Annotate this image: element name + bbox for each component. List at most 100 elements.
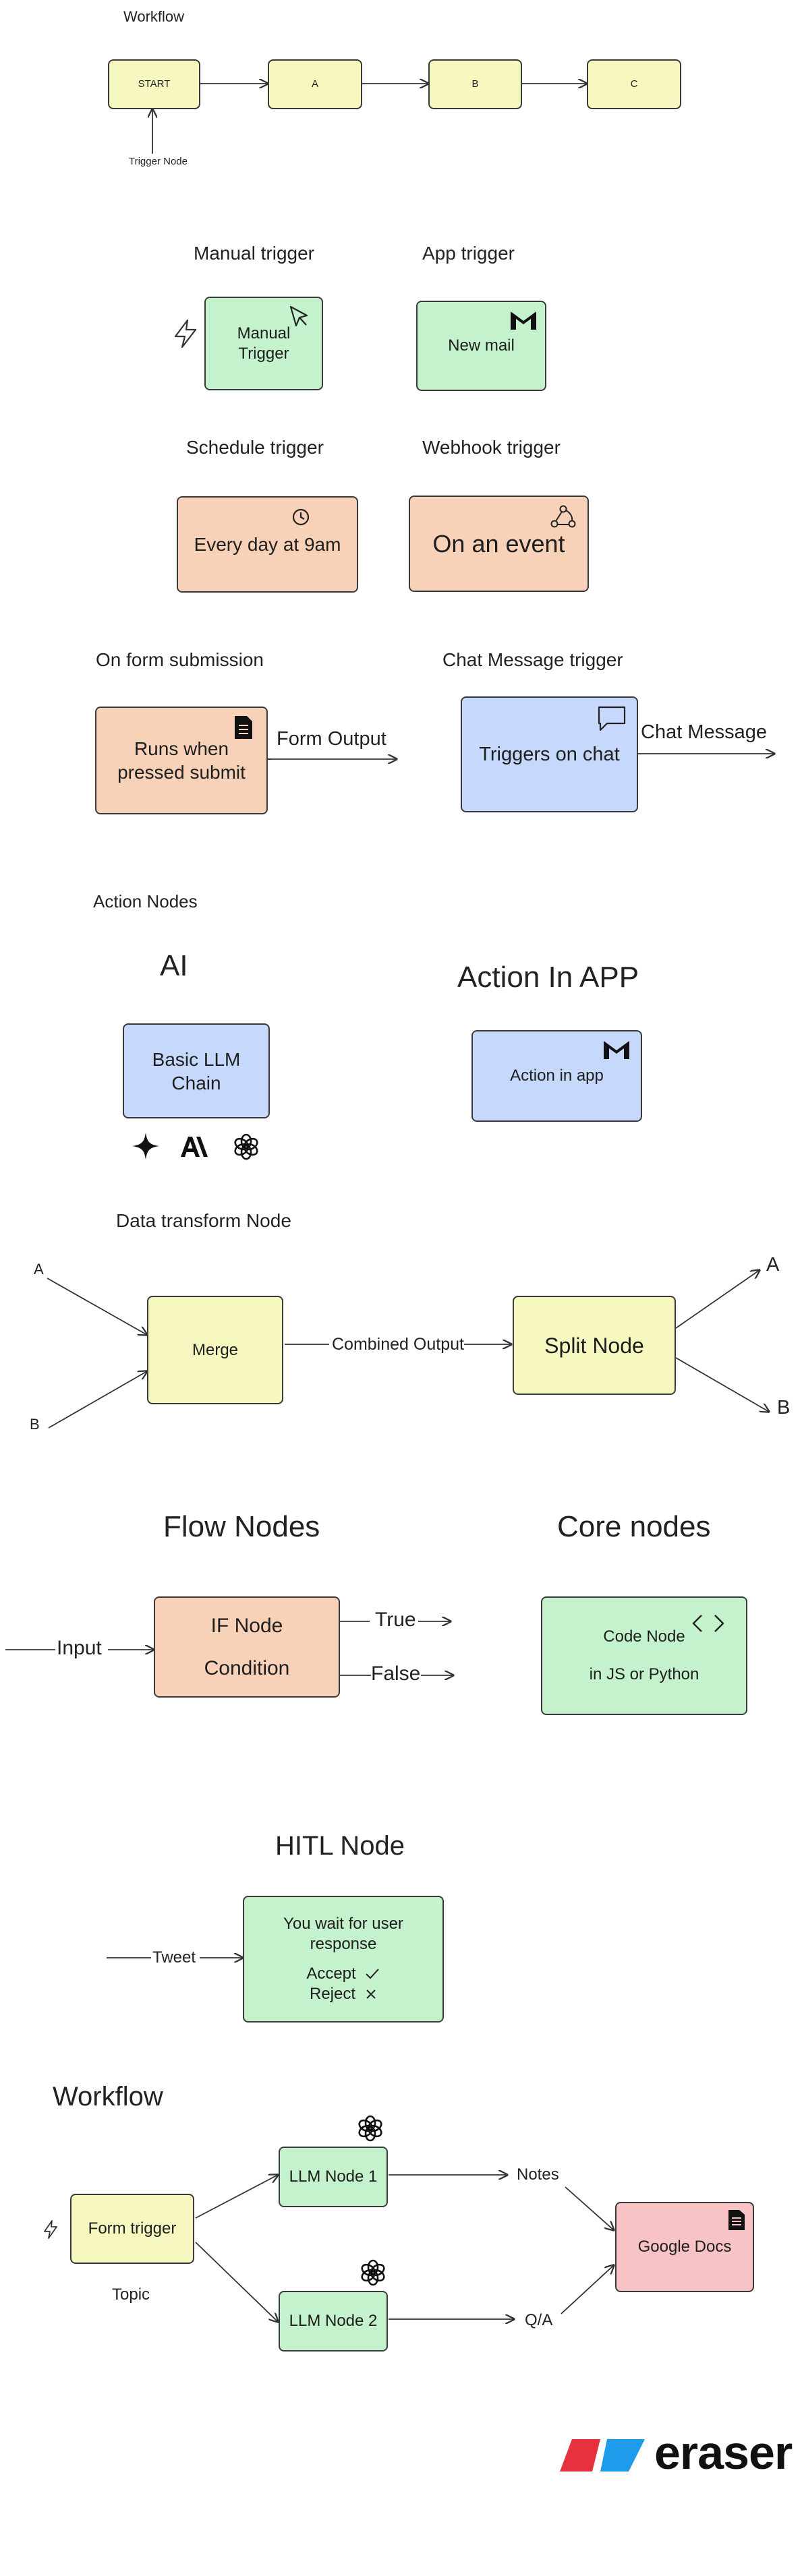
lightning-icon: [174, 319, 197, 349]
gmail-icon: [511, 311, 536, 330]
if-node[interactable]: IF Node Condition: [154, 1596, 340, 1698]
node-a[interactable]: A: [268, 59, 362, 109]
core-nodes-title: Core nodes: [557, 1510, 711, 1543]
form-trigger-node[interactable]: Form trigger: [70, 2194, 194, 2264]
node-b-label: B: [471, 78, 479, 90]
split-node[interactable]: Split Node: [513, 1296, 676, 1395]
google-docs-node[interactable]: Google Docs: [615, 2202, 754, 2292]
edge-split-a: [675, 1270, 760, 1329]
openai-icon: [361, 2259, 385, 2286]
code-icon: [692, 1615, 724, 1632]
llm-node-2[interactable]: LLM Node 2: [279, 2291, 388, 2352]
llm-node-2-label: LLM Node 2: [289, 2312, 378, 2330]
start-node[interactable]: START: [108, 59, 200, 109]
workflow-bottom-title: Workflow: [53, 2082, 163, 2111]
if-branch-lines: [340, 1621, 371, 1676]
webhook-trigger-label: On an event: [432, 530, 565, 558]
accept-label: Accept: [306, 1965, 356, 1983]
anthropic-icon: [181, 1137, 208, 1157]
schedule-trigger-node[interactable]: Every day at 9am: [177, 496, 358, 593]
sparkle-icon: [132, 1133, 159, 1160]
chat-trigger-title: Chat Message trigger: [442, 649, 623, 670]
node-b[interactable]: B: [428, 59, 522, 109]
qa-label: Q/A: [525, 2311, 553, 2329]
form-trigger-label: Form trigger: [88, 2219, 177, 2238]
form-output-label: Form Output: [277, 728, 386, 750]
ai-title: AI: [160, 949, 188, 982]
basic-llm-chain-label: Basic LLM Chain: [152, 1048, 241, 1094]
clock-icon: [292, 508, 310, 526]
schedule-trigger-title: Schedule trigger: [186, 437, 324, 458]
code-node[interactable]: Code Node in JS or Python: [541, 1596, 747, 1715]
action-in-app-node[interactable]: Action in app: [471, 1030, 642, 1122]
chat-output-label: Chat Message: [641, 721, 767, 743]
trigger-node-label: Trigger Node: [129, 156, 188, 167]
form-submission-label: Runs when pressed submit: [117, 738, 246, 783]
document-icon: [235, 716, 252, 739]
edge-form-llm2: [195, 2242, 278, 2322]
manual-trigger-title: Manual trigger: [194, 243, 314, 264]
edge-a-merge: [47, 1278, 147, 1335]
eraser-wordmark: eraser: [654, 2426, 793, 2479]
manual-trigger-node[interactable]: Manual Trigger: [204, 297, 323, 390]
schedule-trigger-label: Every day at 9am: [194, 534, 341, 555]
data-transform-title: Data transform Node: [116, 1210, 291, 1231]
combined-output-label: Combined Output: [332, 1335, 464, 1354]
hitl-reject-row[interactable]: Reject: [310, 1984, 378, 2004]
edge-form-llm1: [195, 2175, 278, 2219]
edge-notes-docs: [565, 2186, 614, 2230]
x-icon: [366, 1989, 376, 1999]
if-condition-label: Condition: [204, 1657, 290, 1679]
notes-label: Notes: [517, 2165, 559, 2184]
node-a-label: A: [311, 78, 318, 90]
flow-input-label: Input: [57, 1637, 102, 1659]
app-trigger-node[interactable]: New mail: [416, 301, 546, 391]
openai-icon: [358, 2115, 382, 2142]
gmail-icon: [604, 1041, 629, 1059]
input-a-label: A: [34, 1261, 44, 1278]
webhook-trigger-title: Webhook trigger: [422, 437, 561, 458]
chat-trigger-label: Triggers on chat: [479, 743, 620, 765]
input-b-label: B: [30, 1416, 40, 1433]
action-in-app-title: Action In APP: [457, 961, 639, 994]
merge-label: Merge: [192, 1340, 239, 1359]
webhook-trigger-node[interactable]: On an event: [409, 496, 589, 592]
document-icon: [728, 2210, 745, 2230]
openai-icon: [234, 1133, 258, 1160]
manual-trigger-label: Manual Trigger: [237, 324, 291, 363]
tweet-label: Tweet: [152, 1948, 196, 1967]
workflow-title: Workflow: [123, 8, 185, 25]
form-submission-title: On form submission: [96, 649, 264, 670]
topic-label: Topic: [112, 2285, 150, 2304]
true-label: True: [375, 1609, 416, 1631]
app-trigger-title: App trigger: [422, 243, 515, 264]
hitl-node[interactable]: You wait for user response Accept Reject: [243, 1896, 444, 2023]
form-submission-node[interactable]: Runs when pressed submit: [95, 707, 268, 814]
edge-qa-docs: [561, 2265, 614, 2314]
node-c[interactable]: C: [587, 59, 681, 109]
basic-llm-chain-node[interactable]: Basic LLM Chain: [123, 1023, 270, 1118]
action-in-app-label: Action in app: [510, 1067, 604, 1085]
hitl-title: HITL Node: [275, 1831, 405, 1861]
flow-nodes-title: Flow Nodes: [163, 1510, 320, 1543]
webhook-icon: [550, 505, 576, 528]
merge-node[interactable]: Merge: [147, 1296, 283, 1404]
split-label: Split Node: [544, 1333, 644, 1358]
eraser-logo-icon: [560, 2439, 645, 2472]
if-node-label: IF Node: [210, 1614, 283, 1637]
hitl-wait-label: You wait for user response: [283, 1915, 403, 1953]
edge-split-b: [675, 1357, 769, 1412]
llm-node-1[interactable]: LLM Node 1: [279, 2147, 388, 2207]
hitl-accept-row[interactable]: Accept: [306, 1964, 380, 1984]
cursor-icon: [289, 305, 308, 327]
node-c-label: C: [630, 78, 638, 90]
chat-trigger-node[interactable]: Triggers on chat: [461, 696, 638, 812]
edge-b-merge: [48, 1371, 147, 1429]
output-b-label: B: [777, 1397, 791, 1418]
google-docs-label: Google Docs: [637, 2238, 732, 2256]
app-trigger-label: New mail: [448, 336, 515, 355]
check-icon: [365, 1969, 379, 1979]
output-a-label: A: [766, 1254, 780, 1276]
start-node-label: START: [138, 78, 171, 90]
